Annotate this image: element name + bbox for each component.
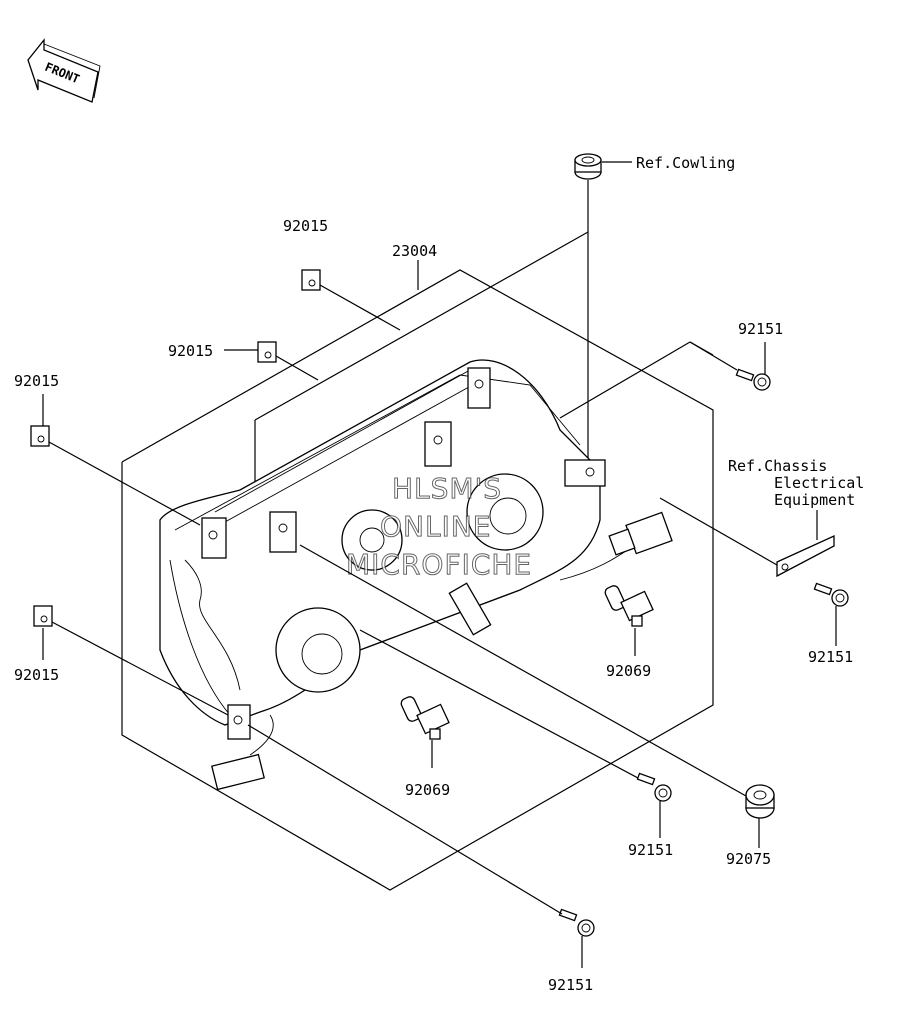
front-arrow-icon: FRONT bbox=[27, 38, 101, 103]
ref-chassis-label-line-3: Equipment bbox=[774, 491, 855, 509]
part-label-92151-upper-right: 92151 bbox=[738, 320, 783, 338]
watermark-line-3: MICROFICHE bbox=[346, 548, 532, 581]
watermark: HLSM'S ONLINE MICROFICHE bbox=[346, 472, 532, 582]
headlight-assembly bbox=[159, 359, 673, 791]
part-label-92015-upper-left: 92015 bbox=[168, 342, 213, 360]
grommet-icon bbox=[745, 784, 775, 819]
part-label-23004: 23004 bbox=[392, 242, 437, 260]
bolt-icon bbox=[636, 772, 672, 802]
bulb-icon bbox=[604, 585, 654, 627]
bolt-icon bbox=[735, 368, 771, 391]
part-label-92069-right: 92069 bbox=[606, 662, 651, 680]
ref-chassis-label-line-2: Electrical bbox=[774, 474, 864, 492]
clip-nut-icon bbox=[30, 425, 50, 447]
part-label-92015-left: 92015 bbox=[14, 372, 59, 390]
watermark-line-2: ONLINE bbox=[380, 510, 491, 543]
connector-icon-left bbox=[211, 753, 265, 791]
bolt-icon bbox=[558, 908, 595, 937]
clip-nut-icon bbox=[33, 605, 53, 627]
part-label-92069-center: 92069 bbox=[405, 781, 450, 799]
cowling-grommet-icon bbox=[574, 153, 602, 180]
part-label-92015-lower-left: 92015 bbox=[14, 666, 59, 684]
clip-nut-icon bbox=[301, 269, 321, 291]
connector-icon-right bbox=[608, 511, 673, 556]
part-label-92151-bottom: 92151 bbox=[548, 976, 593, 994]
part-label-92151-lower-center: 92151 bbox=[628, 841, 673, 859]
bolt-icon bbox=[813, 582, 849, 607]
part-label-92015-top: 92015 bbox=[283, 217, 328, 235]
watermark-line-1: HLSM'S bbox=[392, 472, 502, 505]
part-label-92151-right: 92151 bbox=[808, 648, 853, 666]
ref-chassis-label-line-1: Ref.Chassis bbox=[728, 457, 827, 475]
bulb-icon bbox=[400, 696, 450, 740]
clip-nut-icon bbox=[257, 341, 277, 363]
ref-cowling-label: Ref.Cowling bbox=[636, 154, 735, 172]
part-label-92075: 92075 bbox=[726, 850, 771, 868]
chassis-bracket-icon bbox=[776, 534, 835, 578]
